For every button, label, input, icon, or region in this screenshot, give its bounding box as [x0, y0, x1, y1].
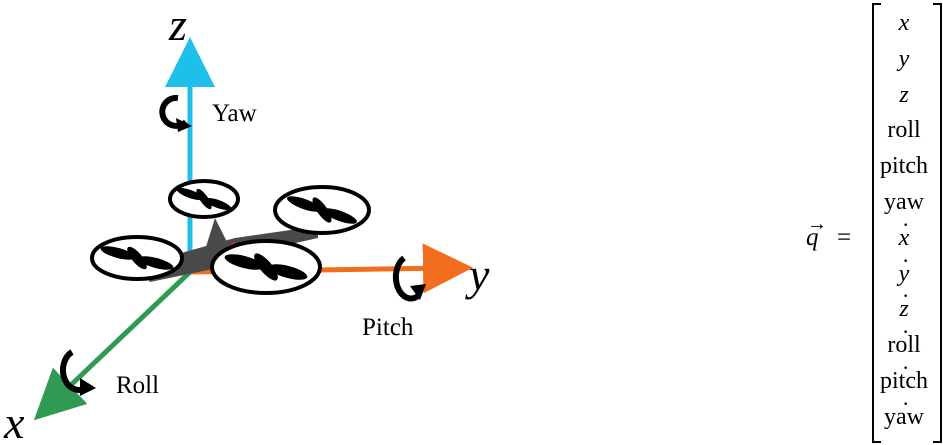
- rotor-front-right: [210, 239, 322, 295]
- left-bracket: [872, 3, 881, 443]
- rotor-back-right: [273, 185, 371, 235]
- state-vector-entry: y·: [872, 248, 936, 294]
- state-vector-entry: x·: [872, 212, 936, 258]
- state-vector-entry-text: y: [898, 260, 910, 287]
- state-vector-entry: y: [872, 43, 936, 79]
- quadrotor-drone: [90, 179, 371, 295]
- x-axis-label: x: [3, 397, 25, 445]
- state-vector-entry: yaw·: [872, 391, 936, 437]
- state-vector-entry-text: x: [898, 224, 910, 251]
- roll-rotation-arrow-icon: [59, 349, 96, 396]
- state-vector-entry: pitch: [872, 150, 936, 186]
- state-vector-entry: x: [872, 7, 936, 43]
- state-vector-entry: z: [872, 79, 936, 115]
- state-vector-entry-text: pitch: [880, 153, 928, 180]
- state-vector-entry-text: yaw: [884, 188, 924, 215]
- time-derivative-dot: ·: [902, 319, 910, 345]
- right-bracket: [933, 3, 942, 443]
- time-derivative-dot: ·: [902, 211, 910, 237]
- state-vector-entry-text: yaw: [884, 403, 924, 430]
- x-axis: [33, 270, 192, 421]
- state-vector-entry: yaw: [872, 186, 936, 222]
- yaw-rotation-arrow-icon: [159, 94, 192, 132]
- state-vector-entry-text: roll: [887, 332, 921, 359]
- vector-arrow-icon: →: [807, 213, 827, 235]
- z-axis-label: z: [168, 0, 187, 50]
- state-vector-entry-text: x: [898, 10, 910, 36]
- time-derivative-dot: ·: [902, 354, 910, 380]
- state-vector-entry: roll·: [872, 319, 936, 365]
- state-vector-entry-text: pitch: [880, 367, 928, 394]
- state-vector-symbol: q: [806, 224, 819, 251]
- roll-label: Roll: [116, 372, 159, 399]
- state-vector-entry: pitch·: [872, 355, 936, 401]
- state-vector-entry-text: y: [898, 45, 910, 72]
- time-derivative-dot: ·: [902, 283, 910, 309]
- equals-sign: =: [837, 224, 852, 251]
- pitch-label: Pitch: [362, 314, 414, 341]
- pitch-rotation-arrow-icon: [392, 255, 426, 302]
- state-vector-entry: roll: [872, 114, 936, 150]
- time-derivative-dot: ·: [902, 247, 910, 273]
- rotor-back-left: [168, 179, 240, 219]
- state-vector-entry-text: z: [899, 81, 909, 108]
- time-derivative-dot: ·: [902, 390, 910, 416]
- state-vector-entry-text: z: [899, 296, 909, 323]
- state-vector-entry: z·: [872, 283, 936, 329]
- state-vector-entry-text: roll: [887, 117, 921, 144]
- yaw-label: Yaw: [212, 100, 257, 127]
- y-axis-label: y: [465, 249, 490, 300]
- rotor-front-left: [90, 235, 184, 281]
